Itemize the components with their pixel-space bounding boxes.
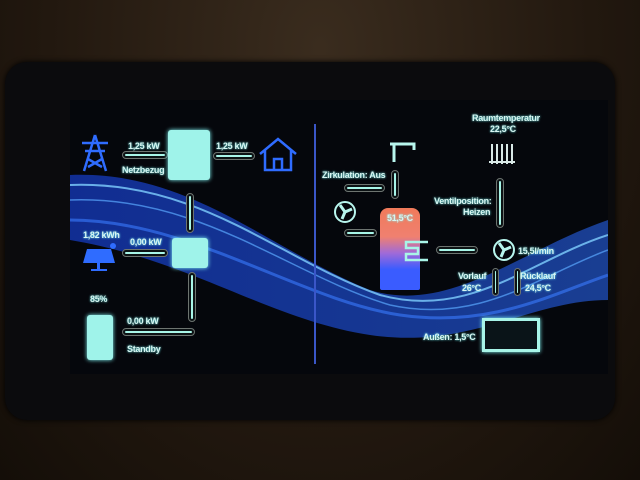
radiator-icon — [489, 144, 515, 164]
house-icon — [259, 137, 297, 172]
outdoor-temp: Außen: 1,5°C — [423, 332, 476, 342]
battery-status: Standby — [127, 344, 161, 354]
return-label: Rücklauf — [520, 271, 556, 281]
supply-label: Vorlauf — [458, 271, 487, 281]
background-wave — [70, 174, 608, 338]
pv-power: 0,00 kW — [130, 237, 162, 247]
pv-energy: 1,82 kWh — [83, 230, 120, 240]
tank-link-bar — [436, 246, 478, 254]
valve-label: Ventilposition: — [434, 196, 492, 206]
grid-status: Netzbezug — [122, 165, 165, 175]
circulation-bar — [344, 184, 385, 192]
room-temp-label: Raumtemperatur — [472, 113, 540, 123]
dashboard-screen: 1,25 kW Netzbezug 1,25 kW 1,82 kWh 0,00 … — [70, 100, 608, 374]
flow-rate: 15,5l/min — [518, 246, 554, 256]
section-divider — [314, 124, 316, 364]
house-power: 1,25 kW — [216, 141, 248, 151]
circulation-pump-icon[interactable] — [333, 200, 357, 224]
inverter-link-bar — [186, 193, 194, 233]
faucet-icon — [390, 142, 416, 162]
battery-flow-bar — [122, 328, 195, 336]
pv-flow-bar — [122, 249, 168, 257]
supply-temp: 26°C — [462, 283, 481, 293]
valve-state: Heizen — [463, 207, 491, 217]
heat-coil-icon — [404, 240, 428, 262]
battery-icon — [87, 315, 113, 360]
heating-circuit-bar — [496, 178, 504, 228]
house-flow-bar — [213, 152, 255, 160]
grid-power: 1,25 kW — [128, 141, 160, 151]
grid-flow-bar — [122, 151, 168, 159]
power-pylon-icon — [82, 134, 108, 172]
inverter-icon — [172, 238, 208, 268]
outdoor-unit-icon — [482, 318, 540, 352]
pump-bar — [344, 229, 377, 237]
battery-power: 0,00 kW — [127, 316, 159, 326]
solar-panel-icon — [83, 243, 116, 271]
battery-soc: 85% — [90, 294, 108, 304]
smart-meter-icon — [168, 130, 210, 180]
room-temp: 22,5°C — [490, 124, 516, 134]
return-temp: 24,5°C — [525, 283, 551, 293]
heat-pump-fan-icon[interactable] — [492, 238, 516, 262]
circulation-status: Zirkulation: Aus — [322, 170, 386, 180]
battery-link-bar — [188, 272, 196, 322]
tank-temp: 51,5°C — [387, 213, 413, 223]
return-bar — [514, 268, 521, 296]
supply-bar — [492, 268, 499, 296]
hot-water-bar — [391, 170, 399, 199]
